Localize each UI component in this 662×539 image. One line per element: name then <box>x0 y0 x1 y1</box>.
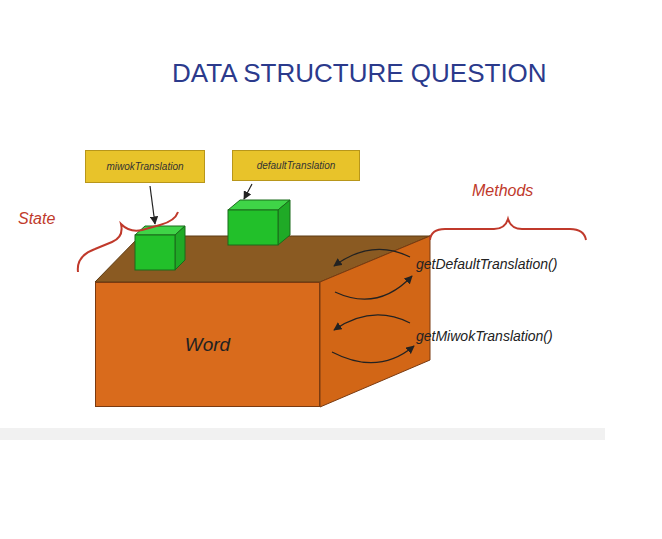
cube-side-face <box>320 236 430 407</box>
node-text: Word <box>185 334 230 356</box>
field-label-box: defaultTranslation <box>232 150 360 181</box>
method-name: getMiwokTranslation() <box>416 328 553 344</box>
leader-arrow <box>244 184 252 199</box>
state-brace <box>78 212 178 272</box>
methods-brace <box>430 219 586 240</box>
return-arrow <box>332 346 414 363</box>
field-label-box: miwokTranslation <box>85 150 205 183</box>
node-text: defaultTranslation <box>257 160 336 171</box>
group-label: State <box>18 210 55 228</box>
return-arrow <box>335 276 412 299</box>
slide-edge <box>0 428 605 440</box>
call-arrow <box>334 249 410 266</box>
green-cube-front <box>135 235 175 270</box>
green-cube-front <box>228 210 278 245</box>
call-arrow <box>334 315 410 330</box>
green-cube-side <box>278 200 290 245</box>
green-cube-side <box>175 226 185 270</box>
slide-title: DATA STRUCTURE QUESTION <box>172 58 547 89</box>
group-label: Methods <box>472 182 533 200</box>
leader-arrow <box>150 186 155 224</box>
class-cube-front: Word <box>95 282 320 407</box>
method-name: getDefaultTranslation() <box>416 256 557 272</box>
node-text: miwokTranslation <box>106 161 183 172</box>
